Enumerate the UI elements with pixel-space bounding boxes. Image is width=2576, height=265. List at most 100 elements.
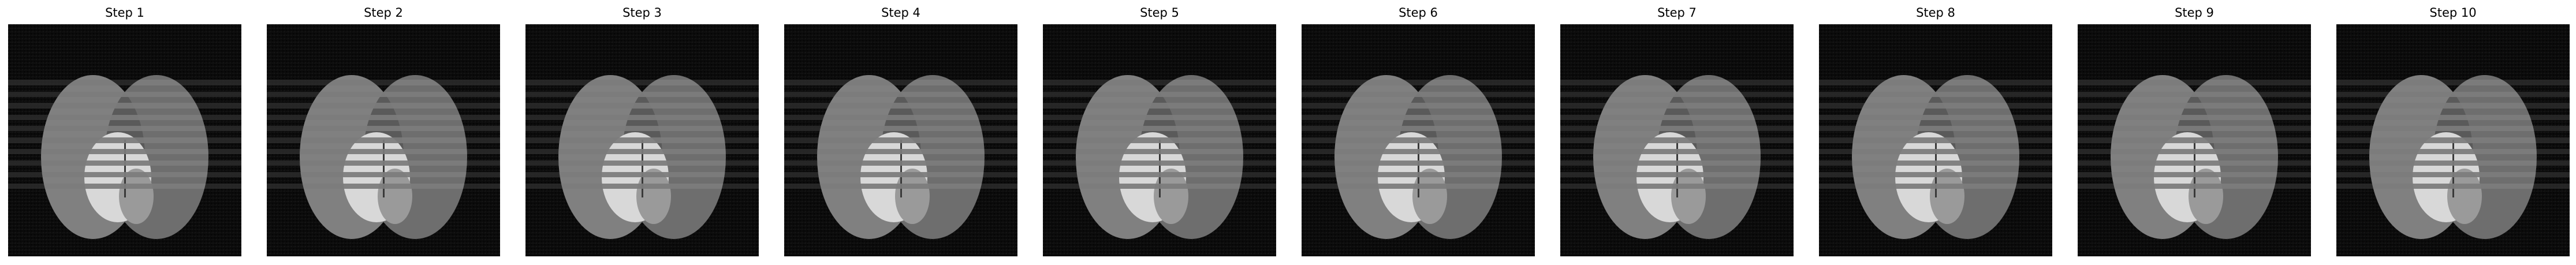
inner-streak-band bbox=[1852, 137, 2019, 143]
inner-streak-band bbox=[41, 126, 208, 131]
inner-streak-band bbox=[1076, 92, 1243, 97]
inner-streak-band bbox=[817, 184, 985, 189]
inner-streak-band bbox=[2111, 115, 2278, 120]
divider-line bbox=[124, 140, 126, 197]
inner-streak-band bbox=[558, 92, 726, 97]
panel-title: Step 9 bbox=[2175, 6, 2214, 20]
inner-streak-band bbox=[1852, 172, 2019, 177]
reconstruction-image bbox=[1043, 24, 1276, 256]
bright-region-shadow bbox=[1154, 169, 1188, 224]
inner-streak-band bbox=[1076, 115, 1243, 120]
inner-streak-band bbox=[1593, 103, 1761, 109]
inner-streak-band bbox=[1593, 137, 1761, 143]
inner-streak-band bbox=[300, 137, 467, 143]
reconstruction-image bbox=[2078, 24, 2311, 256]
reconstruction-image bbox=[1302, 24, 1535, 256]
reconstruction-image bbox=[1560, 24, 1794, 256]
inner-streak-band bbox=[1076, 172, 1243, 177]
inner-streak-band bbox=[300, 172, 467, 177]
inner-streak-band bbox=[2369, 137, 2537, 143]
streak-band bbox=[784, 80, 1017, 85]
inner-streak-band bbox=[1852, 115, 2019, 120]
inner-streak-band bbox=[1852, 92, 2019, 97]
panel-step-4: Step 4 bbox=[784, 0, 1017, 265]
inner-streak-band bbox=[817, 149, 985, 154]
panel-title: Step 2 bbox=[364, 6, 403, 20]
panel-step-2: Step 2 bbox=[267, 0, 500, 265]
inner-streak-band bbox=[1076, 126, 1243, 131]
divider-line bbox=[1418, 140, 1419, 197]
streak-band bbox=[1302, 80, 1535, 85]
streak-band bbox=[525, 80, 759, 85]
divider-line bbox=[642, 140, 643, 197]
inner-streak-band bbox=[817, 103, 985, 109]
bright-region-shadow bbox=[119, 169, 154, 224]
divider-line bbox=[1159, 140, 1161, 197]
panel-step-7: Step 7 bbox=[1560, 0, 1794, 265]
streak-band bbox=[2078, 80, 2311, 85]
inner-streak-band bbox=[300, 161, 467, 166]
panel-title: Step 3 bbox=[622, 6, 662, 20]
inner-streak-band bbox=[2111, 149, 2278, 154]
inner-streak-group bbox=[558, 80, 726, 189]
inner-streak-band bbox=[300, 103, 467, 109]
streak-band bbox=[2336, 80, 2570, 85]
inner-streak-band bbox=[1076, 103, 1243, 109]
inner-streak-band bbox=[300, 184, 467, 189]
bright-region-shadow bbox=[2189, 169, 2223, 224]
inner-streak-band bbox=[1076, 137, 1243, 143]
inner-streak-band bbox=[1593, 126, 1761, 131]
inner-streak-band bbox=[817, 172, 985, 177]
inner-streak-band bbox=[41, 103, 208, 109]
panel-title: Step 6 bbox=[1399, 6, 1438, 20]
inner-streak-band bbox=[2369, 172, 2537, 177]
panel-title: Step 10 bbox=[2429, 6, 2477, 20]
bright-region-shadow bbox=[1412, 169, 1447, 224]
inner-streak-band bbox=[1593, 184, 1761, 189]
inner-streak-band bbox=[1852, 161, 2019, 166]
divider-line bbox=[1676, 140, 1678, 197]
panel-title: Step 7 bbox=[1657, 6, 1697, 20]
inner-streak-band bbox=[1334, 92, 1502, 97]
inner-streak-band bbox=[41, 137, 208, 143]
inner-streak-band bbox=[558, 149, 726, 154]
inner-streak-band bbox=[2369, 161, 2537, 166]
inner-streak-band bbox=[558, 172, 726, 177]
inner-streak-band bbox=[558, 126, 726, 131]
inner-streak-band bbox=[817, 115, 985, 120]
inner-streak-band bbox=[1334, 126, 1502, 131]
panel-title: Step 1 bbox=[105, 6, 144, 20]
inner-streak-band bbox=[817, 126, 985, 131]
panel-step-6: Step 6 bbox=[1302, 0, 1535, 265]
inner-streak-band bbox=[558, 184, 726, 189]
panel-title: Step 8 bbox=[1916, 6, 1955, 20]
inner-streak-band bbox=[1334, 172, 1502, 177]
panel-step-8: Step 8 bbox=[1819, 0, 2052, 265]
inner-streak-band bbox=[1334, 115, 1502, 120]
inner-streak-band bbox=[1593, 115, 1761, 120]
inner-streak-band bbox=[1076, 161, 1243, 166]
inner-streak-band bbox=[1852, 184, 2019, 189]
inner-streak-band bbox=[1334, 161, 1502, 166]
reconstruction-image bbox=[267, 24, 500, 256]
inner-streak-band bbox=[41, 184, 208, 189]
inner-streak-band bbox=[1334, 184, 1502, 189]
divider-line bbox=[2194, 140, 2195, 197]
inner-streak-band bbox=[2369, 103, 2537, 109]
inner-streak-band bbox=[300, 149, 467, 154]
inner-streak-band bbox=[41, 161, 208, 166]
inner-streak-band bbox=[558, 103, 726, 109]
inner-streak-band bbox=[2111, 126, 2278, 131]
reconstruction-image bbox=[8, 24, 241, 256]
inner-streak-band bbox=[1334, 103, 1502, 109]
bright-region-shadow bbox=[895, 169, 930, 224]
inner-streak-band bbox=[1334, 137, 1502, 143]
bright-region-shadow bbox=[636, 169, 671, 224]
panel-step-3: Step 3 bbox=[525, 0, 759, 265]
inner-streak-band bbox=[2369, 115, 2537, 120]
inner-streak-band bbox=[558, 115, 726, 120]
inner-streak-band bbox=[1593, 92, 1761, 97]
bright-region-shadow bbox=[378, 169, 412, 224]
panel-step-9: Step 9 bbox=[2078, 0, 2311, 265]
